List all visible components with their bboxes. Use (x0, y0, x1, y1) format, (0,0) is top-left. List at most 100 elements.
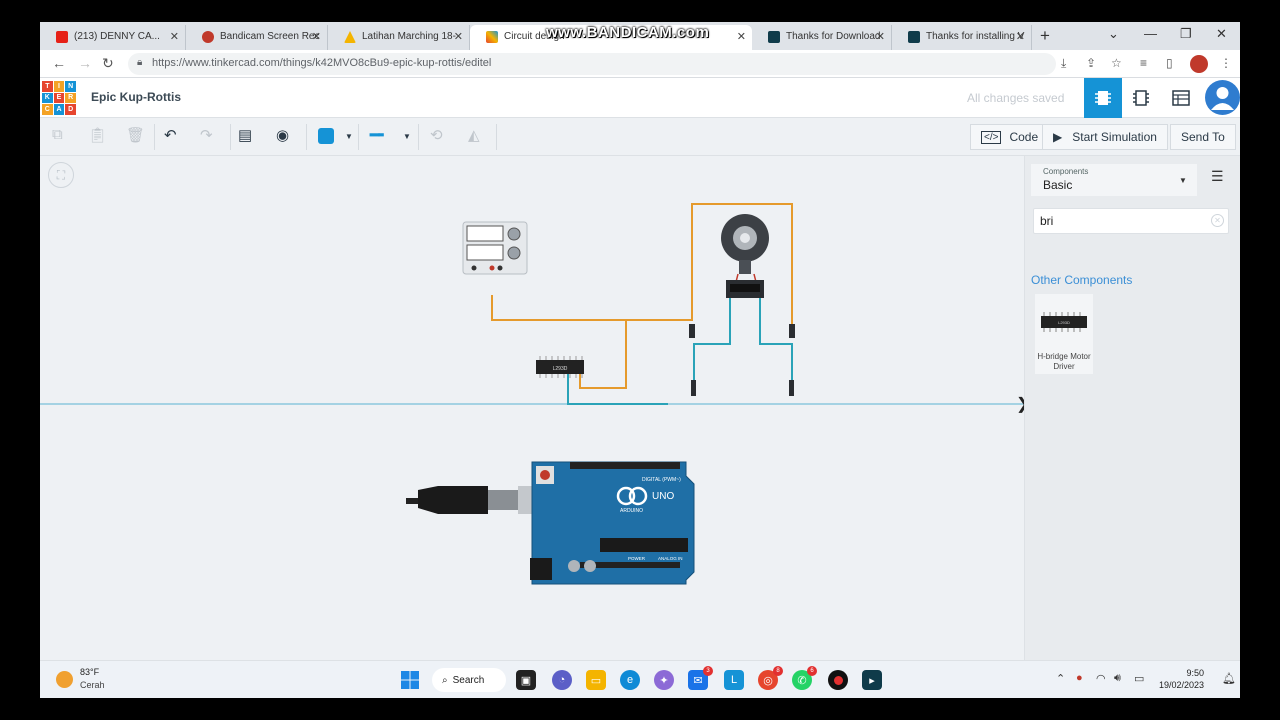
wire-type-icon[interactable]: ━╸ (370, 127, 389, 144)
l293d-chip[interactable]: L293D (536, 356, 584, 378)
chevron-down-icon[interactable]: ▼ (345, 132, 353, 141)
send-to-button[interactable]: Send To (1170, 124, 1236, 150)
start-simulation-button[interactable]: ▶ Start Simulation (1042, 124, 1168, 150)
show-hidden-icons[interactable]: ⌃ (1056, 673, 1066, 685)
chevron-down-icon[interactable]: ▼ (403, 132, 411, 141)
component-search-input[interactable]: bri (1033, 208, 1229, 234)
code-button[interactable]: </> Code (970, 124, 1050, 150)
components-dropdown[interactable]: Components Basic ▼ (1031, 164, 1197, 196)
close-tab-icon[interactable]: ✕ (736, 31, 746, 43)
close-window-icon[interactable]: ✕ (1216, 26, 1227, 41)
new-tab-icon[interactable]: + (1040, 26, 1050, 45)
volume-icon[interactable]: 🔊︎ (1114, 672, 1121, 684)
note-icon[interactable]: ▤ (238, 127, 253, 144)
edge-icon[interactable]: e (620, 670, 640, 690)
browser-tab[interactable]: Thanks for Download ✕ (752, 25, 892, 50)
connector-pins[interactable] (689, 324, 795, 396)
wire-color-swatch[interactable] (318, 128, 334, 144)
browser-tab[interactable]: Bandicam Screen Rec ✕ (186, 25, 328, 50)
browser-tab[interactable]: (213) DENNY CA... ✕ (40, 25, 186, 50)
profile-avatar[interactable] (1190, 55, 1208, 73)
weather-sun-icon[interactable] (56, 671, 73, 688)
other-components-heading: Other Components (1031, 273, 1133, 287)
file-explorer-icon[interactable]: ▭ (586, 670, 606, 690)
close-tab-icon[interactable]: ✕ (1015, 31, 1025, 43)
windows-start-icon[interactable] (400, 670, 420, 690)
close-tab-icon[interactable]: ✕ (169, 31, 179, 43)
task-view-icon[interactable]: ▣ (516, 670, 536, 690)
power-supply[interactable] (462, 221, 528, 275)
redo-icon[interactable]: ↷ (200, 127, 213, 144)
browser-menu-icon[interactable]: ⋮ (1220, 56, 1232, 70)
rotate-icon[interactable]: ⟲ (430, 127, 443, 144)
side-panel-icon[interactable]: ▯ (1166, 56, 1173, 70)
bookmark-star-icon[interactable]: ☆ (1111, 56, 1122, 70)
wifi-icon[interactable]: ◠ (1096, 673, 1106, 685)
project-title[interactable]: Epic Kup-Rottis (91, 90, 181, 104)
app-l-icon[interactable]: L (724, 670, 744, 690)
battery-icon[interactable]: ▭ (1134, 673, 1145, 685)
delete-icon[interactable]: 🗑︎ (126, 127, 146, 144)
forward-icon[interactable]: → (78, 55, 92, 71)
orange-wires[interactable] (491, 203, 793, 389)
taskbar-search[interactable]: ⌕ Search (432, 668, 506, 692)
orange-wire[interactable] (579, 320, 627, 389)
arduino-uno[interactable]: DIGITAL (PWM~) UNO ARDUINO POWER ANALOG … (530, 461, 695, 585)
component-list-button[interactable] (1162, 78, 1200, 118)
user-avatar[interactable] (1205, 80, 1240, 115)
back-icon[interactable]: ← (52, 55, 66, 71)
url-field[interactable]: 🔒︎ https://www.tinkercad.com/things/k42M… (128, 53, 1056, 75)
close-tab-icon[interactable]: ✕ (311, 31, 321, 43)
orange-wire[interactable] (491, 203, 793, 326)
fit-view-icon[interactable]: ⛶ (48, 162, 74, 188)
minimize-icon[interactable]: — (1144, 26, 1157, 41)
chat-icon[interactable]: ◔ (552, 670, 572, 690)
install-icon[interactable]: ⤓ (1061, 56, 1067, 70)
flip-icon[interactable]: ◭ (468, 127, 480, 144)
reload-icon[interactable]: ↻ (102, 55, 114, 71)
maximize-icon[interactable]: ❐ (1180, 26, 1192, 41)
media-control-icon[interactable]: ≡ (1140, 56, 1148, 70)
copy-icon[interactable]: ⧉ (52, 126, 63, 143)
chrome-icon[interactable]: ◎8 (758, 666, 783, 690)
circuit-canvas[interactable]: ⛶ (40, 156, 1029, 660)
dc-motor[interactable] (721, 214, 769, 298)
paste-icon[interactable]: 📋︎ (88, 127, 108, 144)
close-tab-icon[interactable]: ✕ (875, 31, 885, 43)
digital-label: DIGITAL (PWM~) (642, 477, 681, 483)
temperature[interactable]: 83°F (80, 667, 100, 677)
youtube-icon (56, 31, 68, 43)
mail-icon[interactable]: ✉3 (688, 666, 713, 690)
bandicam-taskbar-icon[interactable] (828, 670, 848, 690)
circuit-drawing: L293D DIGITAL ( (40, 203, 1024, 585)
system-clock[interactable]: 9:50 19/02/2023 (1159, 668, 1205, 690)
share-icon[interactable]: ⇪ (1086, 56, 1097, 70)
circuit-view-button[interactable] (1084, 78, 1122, 118)
notes-visibility-icon[interactable]: ◉ (276, 127, 290, 144)
notifications-icon[interactable]: 🔔︎ (1222, 673, 1236, 685)
undo-icon[interactable]: ↶ (164, 127, 177, 144)
tinkercad-logo[interactable]: T I N K E R C A D (42, 81, 76, 115)
recording-icon[interactable]: ● (1076, 672, 1083, 684)
whatsapp-badge: 6 (807, 666, 817, 676)
usb-cable[interactable] (406, 486, 538, 514)
browser-tab[interactable]: Latihan Marching 18- ✕ (328, 25, 470, 50)
teal-wire[interactable] (759, 292, 793, 382)
weather-condition[interactable]: Cerah (80, 680, 105, 690)
app-taskbar-icon[interactable]: ▸ (862, 670, 882, 690)
clear-search-icon[interactable]: ✕ (1211, 214, 1224, 227)
teal-wire[interactable] (567, 370, 668, 405)
list-view-icon[interactable]: ☰ (1211, 168, 1224, 184)
close-tab-icon[interactable]: ✕ (453, 31, 463, 43)
tab-search-icon[interactable]: ⌄ (1108, 26, 1119, 41)
browser-tab-active[interactable]: Circuit design ✕ (470, 25, 752, 50)
teal-wires[interactable] (40, 292, 1024, 405)
h-bridge-motor-driver-item[interactable]: L293D H-bridge Motor Driver (1035, 294, 1093, 374)
play-icon: ▶ (1053, 130, 1063, 144)
schematic-view-button[interactable] (1122, 78, 1160, 118)
teal-wire[interactable] (693, 292, 731, 382)
browser-tab[interactable]: Thanks for installing V ✕ (892, 25, 1032, 50)
copilot-icon[interactable]: ✦ (654, 670, 674, 690)
whatsapp-icon[interactable]: ✆6 (792, 666, 817, 690)
panel-scrollbar[interactable] (1229, 240, 1235, 658)
